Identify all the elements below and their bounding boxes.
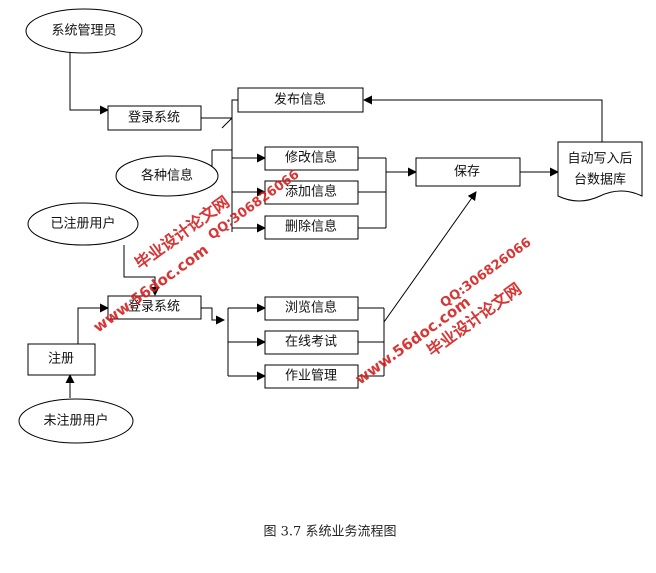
save-box — [415, 157, 521, 187]
modify-label: 修改信息 — [285, 150, 337, 166]
delete-label: 删除信息 — [285, 219, 337, 235]
unregistered-user-label: 未注册用户 — [43, 413, 108, 429]
admin-ellipse — [25, 8, 143, 54]
modify-box — [264, 146, 359, 171]
registered-user-label: 已注册用户 — [50, 216, 115, 232]
edge-user-save — [383, 191, 477, 323]
edge-register-login — [77, 303, 109, 344]
edge-db-publish — [363, 95, 603, 142]
admin-label: 系统管理员 — [51, 24, 116, 39]
publish-box — [237, 87, 364, 113]
connectors — [65, 50, 603, 398]
edge-login-user-spine — [201, 307, 225, 325]
delete-box — [264, 215, 359, 240]
register-label: 注册 — [48, 352, 74, 367]
add-box — [264, 180, 359, 205]
save-label: 保存 — [454, 165, 480, 180]
database-label-line1: 自动写入后 — [567, 152, 632, 167]
various-info-ellipse — [115, 155, 219, 197]
homework-box — [264, 364, 359, 389]
browse-box — [264, 296, 359, 321]
login-admin-box — [107, 105, 202, 131]
online-exam-label: 在线考试 — [285, 335, 337, 350]
login-admin-label: 登录系统 — [128, 111, 180, 126]
online-exam-box — [264, 330, 359, 355]
various-info-label: 各种信息 — [141, 168, 193, 184]
database-label-line2: 台数据库 — [574, 172, 626, 188]
login-user-box — [107, 295, 202, 320]
database-doc — [557, 141, 643, 202]
edge-spine-publish — [231, 99, 238, 118]
edge-registered-login — [123, 245, 160, 296]
publish-label: 发布信息 — [274, 92, 326, 108]
browse-label: 浏览信息 — [285, 300, 337, 316]
edge-admin-login — [69, 50, 109, 115]
edge-spine-join — [221, 117, 233, 129]
login-user-label: 登录系统 — [128, 300, 180, 315]
add-label: 添加信息 — [285, 184, 337, 200]
homework-label: 作业管理 — [285, 369, 337, 384]
registered-user-ellipse — [27, 202, 139, 246]
figure-caption: 图 3.7 系统业务流程图 — [264, 524, 397, 540]
register-box — [27, 343, 96, 376]
unregistered-user-ellipse — [18, 398, 134, 444]
